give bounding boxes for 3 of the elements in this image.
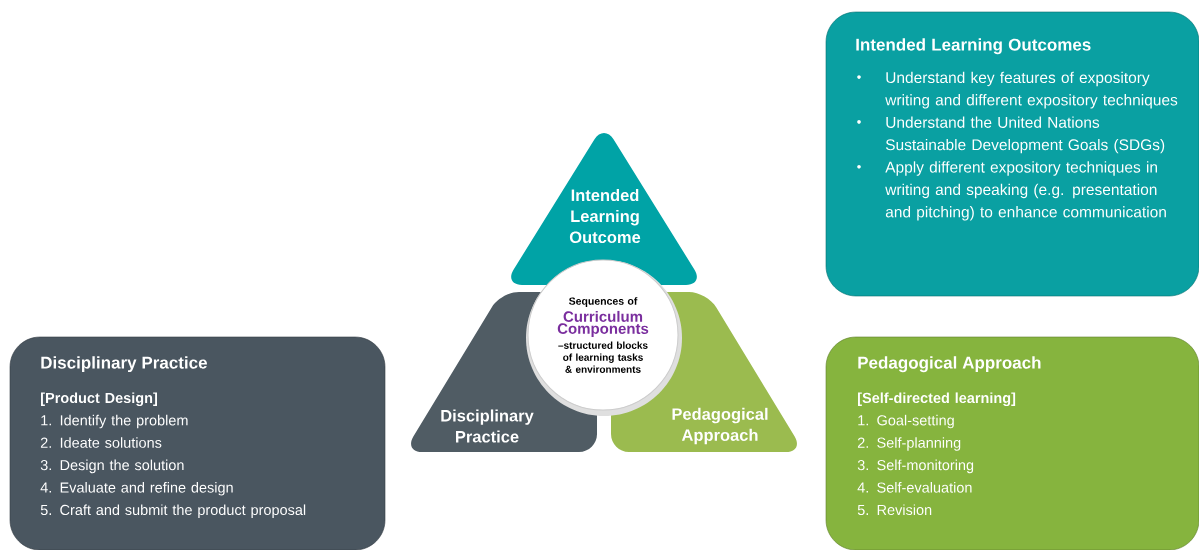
info-card: Disciplinary Practice [Product Design] 1. Identify the problem 2. Ideate solutions 3. Design the solution 4. Evaluate and refine design 5. Craft and submit the product proposal: [9, 336, 386, 550]
info-card: Intended Learning Outcomes Understand key features of expository writing and different expository techniques Understand the United Nations Sustainable Development Goals (SDGs) Apply different expository techniques in writing and speaking (e.g. presentation and pitching) to enhance communication: [825, 11, 1199, 297]
info-card: Pedagogical Approach [Self-directed learning] 1. Goal-setting 2. Self-planning 3. Self-monitoring 4. Self-evaluation 5. Revision: [825, 336, 1199, 550]
